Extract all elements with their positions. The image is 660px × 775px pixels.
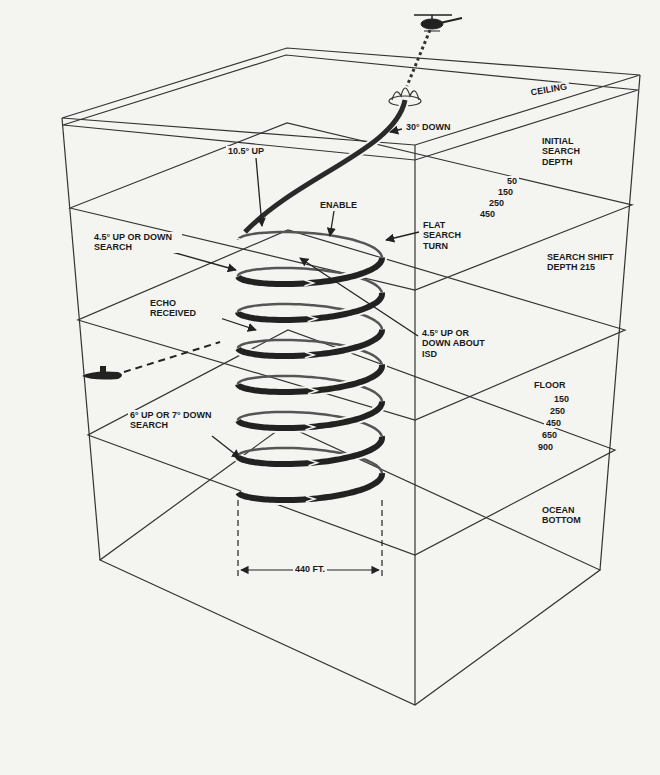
plane-label: SEARCH SHIFT DEPTH 215	[545, 252, 621, 273]
plane-label: FLOOR	[532, 380, 568, 390]
direction-arrow	[308, 460, 317, 466]
floor-plane	[88, 330, 615, 555]
direction-arrow	[305, 352, 314, 358]
angle-callout: 4.5° UP OR DOWN ABOUT ISD	[420, 328, 500, 359]
water-volume-box	[62, 48, 640, 705]
helix-front-segment	[238, 258, 382, 285]
helix-front-outline	[238, 329, 382, 356]
descent-path-outline	[245, 100, 405, 232]
leader-lines	[172, 129, 419, 458]
box-edge	[414, 145, 415, 705]
helix-front-segment	[238, 401, 382, 428]
direction-arrow	[304, 280, 313, 286]
descent-path	[245, 100, 405, 232]
helix-front-outline	[238, 258, 382, 285]
angle-callout: 30° DOWN	[404, 122, 453, 132]
direction-arrow	[305, 424, 314, 430]
helix-search-path	[233, 232, 382, 502]
direction-arrow	[308, 316, 317, 322]
top-face	[62, 48, 640, 145]
helicopter	[414, 15, 462, 31]
depth-value: 900	[536, 442, 555, 452]
depth-value: 450	[478, 209, 497, 219]
ocean-bottom-plane	[100, 425, 600, 705]
plane-label: OCEAN BOTTOM	[540, 505, 602, 526]
helix-front-outline	[238, 401, 382, 428]
event-callout: ENABLE	[318, 200, 359, 210]
plane-label: INITIAL SEARCH DEPTH	[540, 136, 602, 167]
maneuver-callout: FLAT SEARCH TURN	[421, 220, 487, 251]
width-dimension	[238, 500, 382, 580]
dimension-label: 440 FT.	[293, 564, 327, 574]
depth-value: 150	[496, 187, 515, 197]
helix-front-segment	[238, 473, 382, 500]
angle-callout: 6° UP OR 7° DOWN SEARCH	[128, 410, 218, 431]
drop-path	[407, 30, 430, 86]
depth-value: 650	[540, 430, 559, 440]
depth-value: 250	[487, 198, 506, 208]
event-callout: ECHO RECEIVED	[148, 298, 222, 319]
box-edge	[600, 75, 640, 570]
submarine	[82, 342, 220, 380]
depth-value: 50	[505, 176, 519, 186]
angle-callout: 10.5° UP	[226, 146, 266, 156]
plane-label: CEILING	[528, 81, 570, 98]
depth-value: 250	[548, 406, 567, 416]
search-shift-depth-plane	[78, 230, 625, 420]
depth-value: 450	[544, 418, 563, 428]
helix-front-outline	[238, 473, 382, 500]
box-edge	[62, 118, 100, 560]
direction-arrow	[233, 237, 242, 243]
direction-arrow	[308, 388, 317, 394]
helix-front-segment	[238, 329, 382, 356]
angle-callout: 4.5° UP OR DOWN SEARCH	[92, 232, 182, 253]
initial-search-depth-plane	[70, 123, 632, 290]
depth-value: 150	[552, 394, 571, 404]
direction-arrow	[306, 496, 315, 502]
helix-back-segment	[238, 232, 382, 258]
